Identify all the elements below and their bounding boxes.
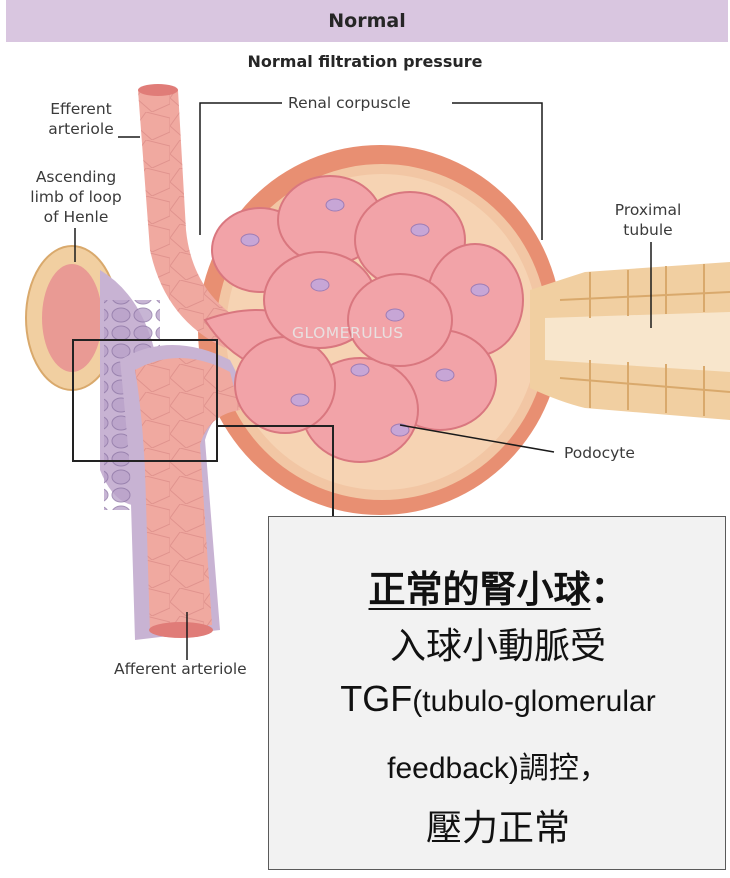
callout-tgf-expansion: (tubulo-glomerular <box>412 685 655 718</box>
label-ascending-line2: limb of loop <box>16 187 136 207</box>
label-afferent-arteriole: Afferent arteriole <box>114 659 247 679</box>
callout-heading: 正常的腎小球 <box>369 568 591 611</box>
callout-tgf: TGF <box>340 678 412 719</box>
label-proximal-line2: tubule <box>600 220 696 240</box>
label-proximal-tubule: Proximal tubule <box>600 200 696 240</box>
label-ascending-line3: of Henle <box>16 207 136 227</box>
callout-colon: ： <box>591 568 628 611</box>
label-efferent-line1: Efferent <box>40 99 122 119</box>
callout-line2: 入球小動脈受 <box>269 617 727 669</box>
label-glomerulus: GLOMERULUS <box>292 323 404 343</box>
label-ascending-line1: Ascending <box>16 167 136 187</box>
callout-line4: feedback)調控， <box>269 743 727 787</box>
callout-box: 正常的腎小球： 入球小動脈受 TGF(tubulo-glomerular fee… <box>268 516 726 870</box>
callout-line5: 壓力正常 <box>269 799 727 851</box>
proximal-tubule <box>530 262 730 420</box>
label-efferent-line2: arteriole <box>40 119 122 139</box>
label-ascending-limb: Ascending limb of loop of Henle <box>16 167 136 227</box>
callout-line3: TGF(tubulo-glomerular <box>269 678 727 720</box>
label-renal-corpuscle: Renal corpuscle <box>288 93 411 113</box>
label-podocyte: Podocyte <box>564 443 635 463</box>
label-proximal-line1: Proximal <box>600 200 696 220</box>
callout-line1: 正常的腎小球： <box>269 559 727 613</box>
label-efferent-arteriole: Efferent arteriole <box>40 99 122 139</box>
afferent-arteriole-vessel <box>120 345 250 640</box>
